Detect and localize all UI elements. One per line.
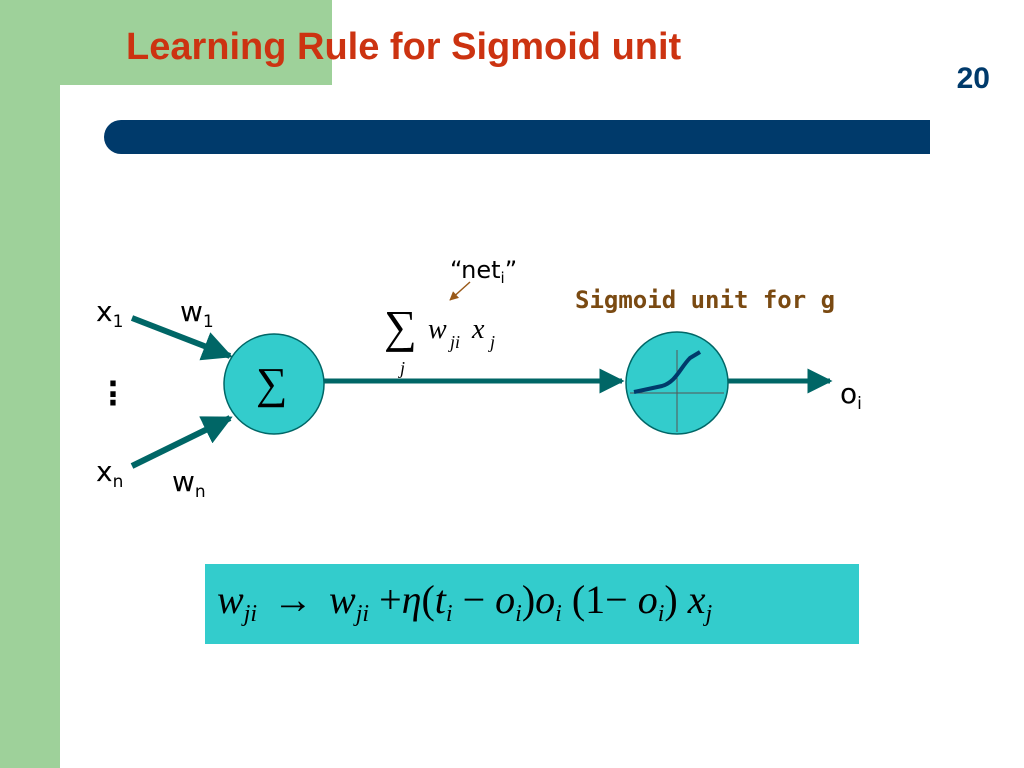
input-arrow-1 — [130, 315, 233, 361]
title-underline-bar — [104, 120, 930, 154]
learning-rule-formula: wji → wji +η(ti − oi)oi (1− oi) xj — [217, 577, 713, 627]
net-formula-sigma: ∑ — [384, 301, 417, 352]
input-label-1: x1 — [96, 295, 124, 332]
net-formula-x-sub: j — [490, 332, 496, 352]
green-side-band — [0, 0, 60, 768]
net-pointer-arrow — [449, 281, 471, 301]
learning-rule-box: wji → wji +η(ti − oi)oi (1− oi) xj — [205, 564, 859, 644]
net-formula-x: x — [472, 314, 485, 345]
weight-label-n: wn — [172, 465, 206, 502]
summation-symbol: ∑ — [256, 359, 288, 408]
sigmoid-curve — [633, 350, 702, 394]
ellipsis-dots: : — [107, 370, 119, 405]
ellipsis-dot-last: · — [107, 386, 119, 421]
green-top-band — [0, 0, 332, 85]
sigmoid-label: Sigmoid unit for g — [575, 286, 836, 314]
page-number: 20 — [956, 62, 990, 95]
net-formula-w: w — [428, 314, 447, 345]
input-arrow-n — [130, 415, 233, 469]
summation-node — [223, 333, 325, 435]
net-formula-index: j — [400, 358, 406, 378]
slide-title: Learning Rule for Sigmoid unit — [126, 26, 682, 68]
net-formula-w-sub: ji — [450, 332, 461, 352]
weight-label-1: w1 — [180, 295, 214, 332]
vertical-ellipsis: : · — [103, 370, 123, 421]
net-label: “neti” — [450, 256, 518, 287]
net-formula: ∑ j w ji x j — [380, 300, 520, 390]
input-label-n: xn — [96, 455, 124, 492]
output-label: oi — [840, 377, 862, 414]
